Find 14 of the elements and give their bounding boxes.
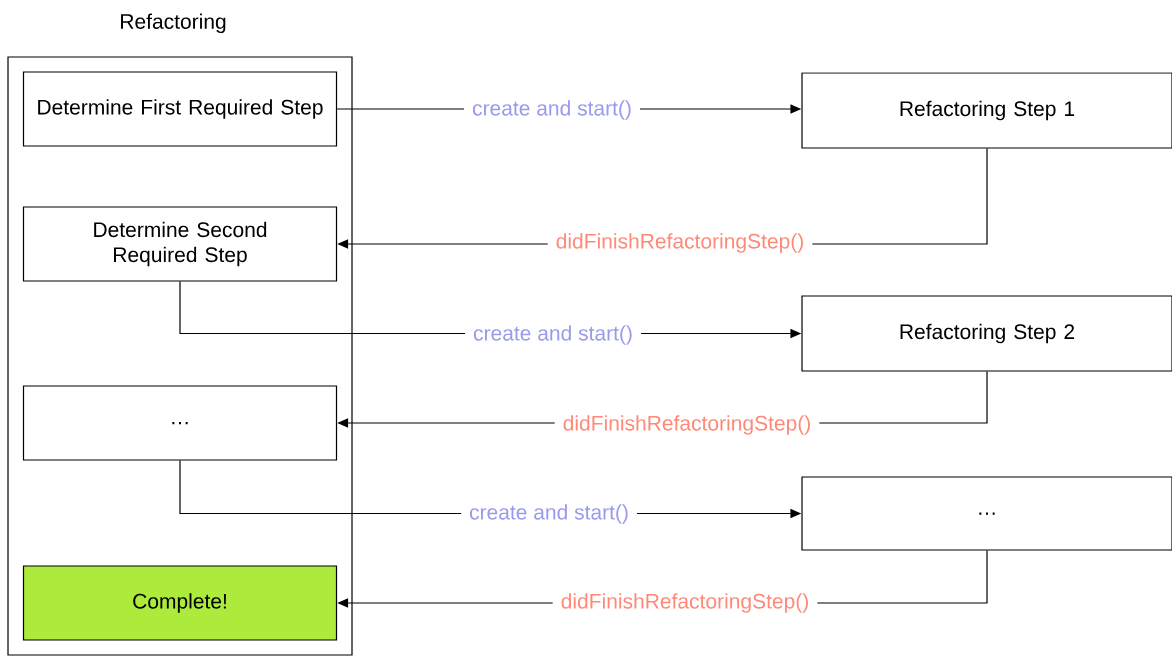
edge-label: create and start() [461,496,637,532]
edge-label: create and start() [464,92,640,128]
process-box: Refactoring Step 1 [801,72,1172,149]
heading: Refactoring [121,13,226,34]
edge-label: didFinishRefactoringStep() [554,407,820,443]
edge-label: didFinishRefactoringStep() [552,585,818,621]
process-box: … [801,476,1172,551]
process-box: Determine First Required Step [22,71,338,147]
process-box: Complete! [22,565,338,641]
edge-label: didFinishRefactoringStep() [547,225,813,261]
edge-label: create and start() [465,317,641,353]
process-box: Determine Second Required Step [22,206,338,282]
process-box: … [22,385,338,461]
process-box: Refactoring Step 2 [801,295,1172,372]
